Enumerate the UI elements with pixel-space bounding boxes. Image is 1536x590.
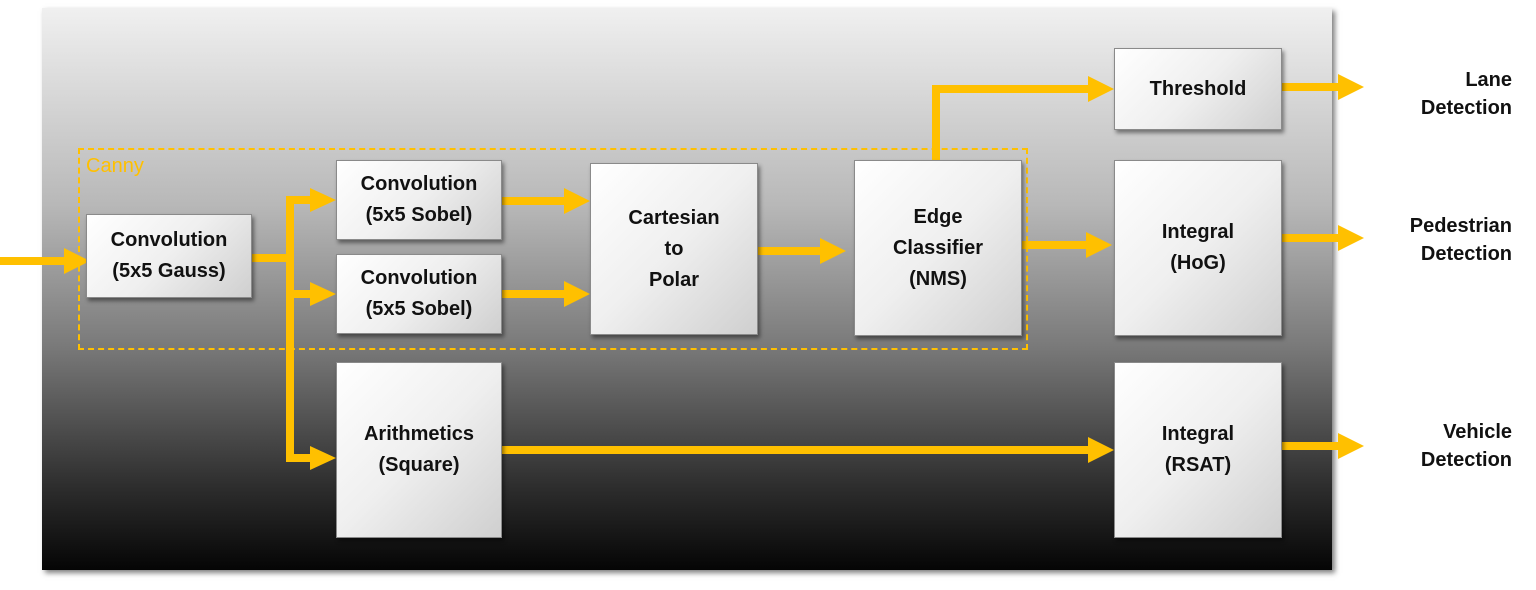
block-conv-sobel-2: Convolution (5x5 Sobel): [336, 254, 502, 334]
arrowhead-vehicle: [1338, 433, 1364, 459]
block-cartesian-polar: Cartesian to Polar: [590, 163, 758, 335]
arrowhead-hog: [1086, 232, 1112, 258]
output-lane-detection: Lane Detection: [1420, 69, 1512, 119]
block-integral-hog: Integral (HoG): [1114, 160, 1282, 336]
block-arithmetics: Arithmetics (Square): [336, 362, 502, 538]
output-vehicle-detection: Vehicle Detection: [1420, 421, 1512, 471]
block-edge-classifier: Edge Classifier (NMS): [854, 160, 1022, 336]
arrowhead-sobel2-polar: [564, 281, 590, 307]
arrowhead-lane: [1338, 74, 1364, 100]
arrowhead-sobel1: [310, 188, 336, 212]
arrowhead-polar-edge: [820, 238, 846, 264]
arrowhead-sobel2: [310, 282, 336, 306]
block-conv-sobel-1: Convolution (5x5 Sobel): [336, 160, 502, 240]
arrowhead-threshold: [1088, 76, 1114, 102]
arrowhead-input: [64, 248, 90, 274]
canny-label: Canny: [86, 155, 144, 177]
arrow-edge-threshold: [932, 85, 1090, 160]
output-pedestrian-detection: Pedestrian Detection: [1409, 215, 1512, 265]
block-threshold: Threshold: [1114, 48, 1282, 130]
arrowhead-rsat: [1088, 437, 1114, 463]
arrowhead-arith: [310, 446, 336, 470]
arrowhead-sobel1-polar: [564, 188, 590, 214]
arrowhead-pedestrian: [1338, 225, 1364, 251]
block-integral-rsat: Integral (RSAT): [1114, 362, 1282, 538]
block-conv-gauss: Convolution (5x5 Gauss): [86, 214, 252, 298]
